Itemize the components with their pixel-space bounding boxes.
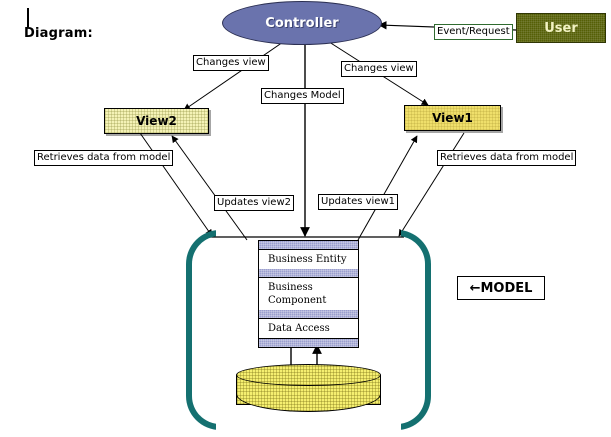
database-cylinder[interactable] <box>236 364 381 412</box>
model-label-tag: ←MODEL <box>457 276 545 300</box>
edge-model-updates-view2 <box>171 135 248 241</box>
edge-label-updates-view1: Updates view1 <box>318 194 398 210</box>
node-view2-label: View2 <box>136 114 177 128</box>
edge-label-changes-view-right: Changes view <box>341 61 417 77</box>
node-controller[interactable]: Controller <box>222 1 382 45</box>
node-view1-label: View1 <box>432 111 473 125</box>
node-controller-label: Controller <box>265 15 339 31</box>
stack-divider-bar <box>259 269 358 278</box>
cylinder-bottom <box>236 394 381 412</box>
stack-divider-bar <box>259 338 358 347</box>
edge-label-updates-view2: Updates view2 <box>214 195 294 211</box>
edge-label-retrieves-right: Retrieves data from model <box>437 150 577 166</box>
node-user[interactable]: User <box>516 13 606 43</box>
stack-divider-bar <box>259 241 358 250</box>
text-caret <box>27 8 29 27</box>
edge-label-changes-view-left: Changes view <box>193 55 269 71</box>
edge-label-changes-model: Changes Model <box>261 88 344 104</box>
edge-view2-retrieves <box>139 132 213 237</box>
edge-controller-to-view2 <box>183 39 287 111</box>
edge-label-event-request: Event/Request <box>434 24 513 40</box>
stack-cell-business-entity[interactable]: Business Entity <box>259 250 358 269</box>
stack-cell-business-component[interactable]: Business Component <box>259 278 358 310</box>
model-stack: Business Entity Business Component Data … <box>258 240 359 348</box>
stack-cell-data-access[interactable]: Data Access <box>259 319 358 338</box>
edge-label-retrieves-left: Retrieves data from model <box>34 150 174 166</box>
node-view1[interactable]: View1 <box>404 105 501 131</box>
page-title: Diagram: <box>24 26 93 41</box>
edge-model-updates-view1 <box>357 135 418 241</box>
edge-view1-retrieves <box>398 132 465 237</box>
node-view2[interactable]: View2 <box>104 108 209 134</box>
node-user-label: User <box>544 20 578 36</box>
model-label-text: ←MODEL <box>469 280 533 296</box>
cylinder-top <box>236 364 381 386</box>
stack-divider-bar <box>259 310 358 319</box>
